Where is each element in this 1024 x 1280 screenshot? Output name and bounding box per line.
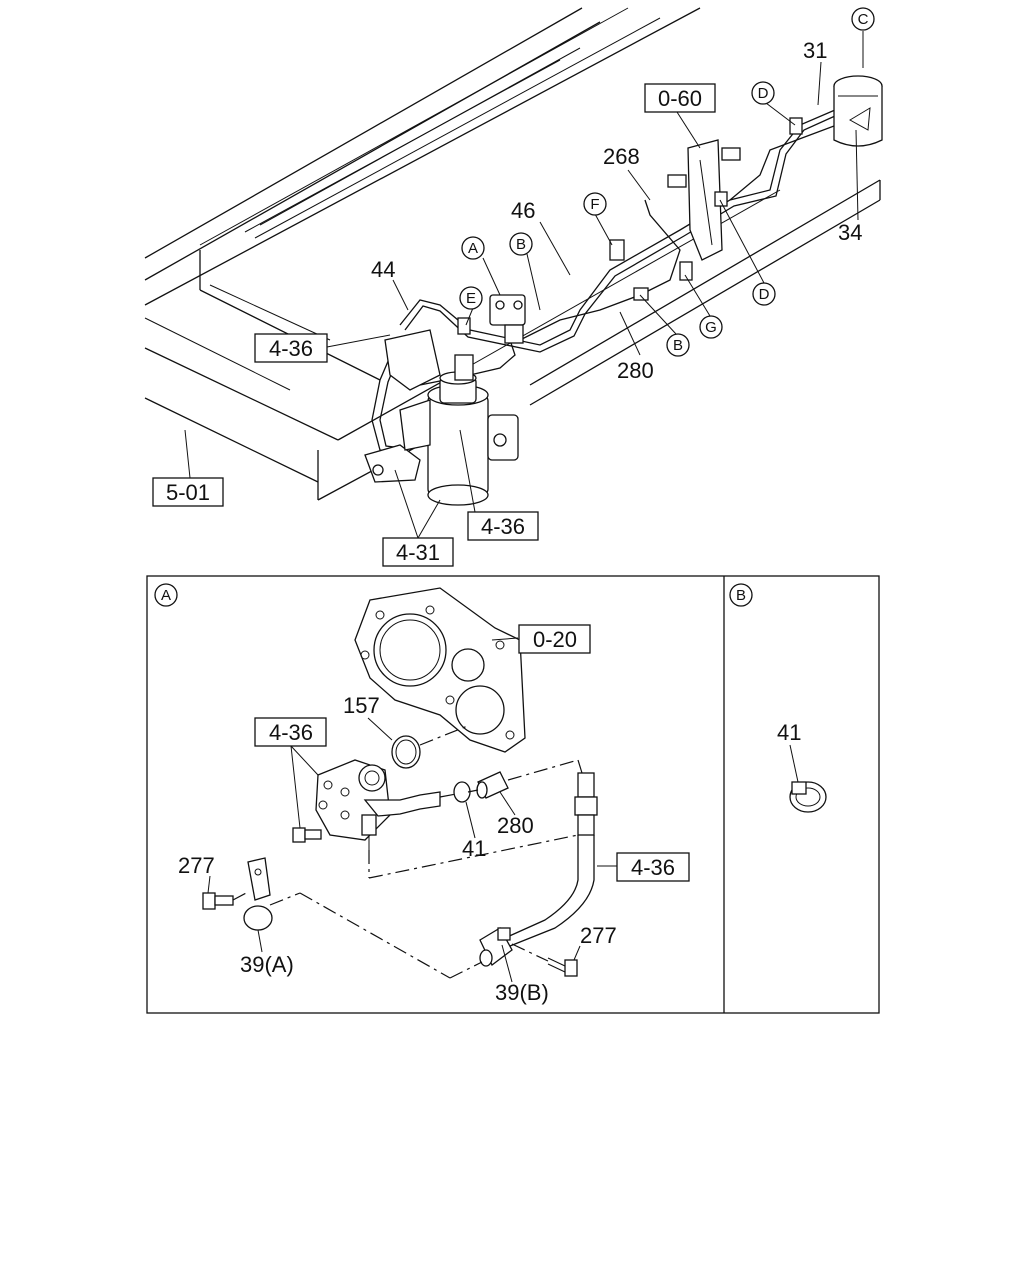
- bolt-277-left: [202, 892, 234, 910]
- pump-assembly: [364, 294, 526, 506]
- callout-letter: F: [590, 196, 599, 213]
- main-leader-lines: [184, 31, 864, 539]
- part-number-39a: 39(A): [240, 952, 294, 977]
- part-number-31: 31: [803, 38, 827, 63]
- callout-f: F: [583, 192, 607, 216]
- callout-letter: D: [758, 85, 769, 102]
- part-number-44: 44: [371, 257, 395, 282]
- part-number-268: 268: [603, 144, 640, 169]
- part-number-277-left: 277: [178, 853, 215, 878]
- callout-letter: E: [466, 290, 476, 307]
- callout-d-lower: D: [752, 282, 776, 306]
- ref-box-label: 4-36: [631, 855, 675, 880]
- callout-letter: G: [705, 319, 717, 336]
- part-number-34: 34: [838, 220, 862, 245]
- frame-rails: [144, 7, 881, 501]
- detail-a-leader-lines: [207, 637, 617, 983]
- part-number-280: 280: [617, 358, 654, 383]
- assembly-lines: [232, 724, 583, 979]
- ref-box-4-36-detail-lower: 4-36: [616, 852, 690, 882]
- bracket-39a: [243, 857, 273, 931]
- hose-clamp: [453, 781, 471, 803]
- callout-b-lower: B: [666, 333, 690, 357]
- part-number-157: 157: [343, 693, 380, 718]
- callout-d-upper: D: [751, 81, 775, 105]
- ref-box-label: 4-31: [396, 540, 440, 565]
- brake-lines: [371, 109, 851, 456]
- bracket-39b: [479, 927, 513, 967]
- callout-g: G: [699, 315, 723, 339]
- detail-b-label: B: [729, 583, 753, 607]
- ref-box-0-20: 0-20: [518, 624, 591, 654]
- ref-box-label: 4-36: [269, 720, 313, 745]
- main-assembly-view: 31 34 268 46 44 280 0-60 4-36 5-01 4-36 …: [144, 7, 883, 567]
- ref-box-5-01: 5-01: [152, 477, 224, 507]
- part-number-41: 41: [462, 836, 486, 861]
- detail-b: B 41: [729, 583, 827, 813]
- callout-letter: A: [161, 587, 171, 604]
- ref-box-0-60: 0-60: [644, 83, 716, 113]
- detail-panels: [146, 575, 880, 1014]
- ref-box-4-36-detail-upper: 4-36: [254, 717, 327, 747]
- detail-a: A: [154, 583, 690, 1005]
- ref-box-4-36-upper: 4-36: [254, 333, 328, 363]
- ref-box-label: 0-20: [533, 627, 577, 652]
- bolt-277-right: [547, 957, 578, 977]
- callout-letter: A: [468, 240, 478, 257]
- ref-box-label: 0-60: [658, 86, 702, 111]
- detail-a-label: A: [154, 583, 178, 607]
- detail-pump: [315, 759, 441, 850]
- callout-letter: B: [673, 337, 683, 354]
- ref-box-4-31: 4-31: [382, 537, 454, 567]
- fluid-reservoir: [833, 75, 883, 147]
- callout-letter: D: [759, 286, 770, 303]
- callout-c: C: [851, 7, 875, 31]
- callout-e: E: [459, 286, 483, 310]
- callout-letter: B: [736, 587, 746, 604]
- ref-box-label: 5-01: [166, 480, 210, 505]
- ref-box-label: 4-36: [481, 514, 525, 539]
- part-number-46: 46: [511, 198, 535, 223]
- bracket: [667, 139, 741, 261]
- part-number-41-detail-b: 41: [777, 720, 801, 745]
- gasket-plate: [354, 587, 526, 753]
- pump-bolt: [292, 827, 322, 843]
- callout-letter: B: [516, 236, 526, 253]
- callout-letter: C: [858, 11, 869, 28]
- pipe-clips: [457, 117, 803, 335]
- callout-a: A: [461, 236, 485, 260]
- hose-segment: [476, 771, 509, 799]
- part-number-39b: 39(B): [495, 980, 549, 1005]
- part-number-280: 280: [497, 813, 534, 838]
- part-number-277-right: 277: [580, 923, 617, 948]
- ref-box-label: 4-36: [269, 336, 313, 361]
- callout-b-upper: B: [509, 232, 533, 256]
- detail-b-clamp: [789, 744, 827, 813]
- flexible-hose: [504, 772, 598, 947]
- ref-box-4-36-lower: 4-36: [467, 511, 539, 541]
